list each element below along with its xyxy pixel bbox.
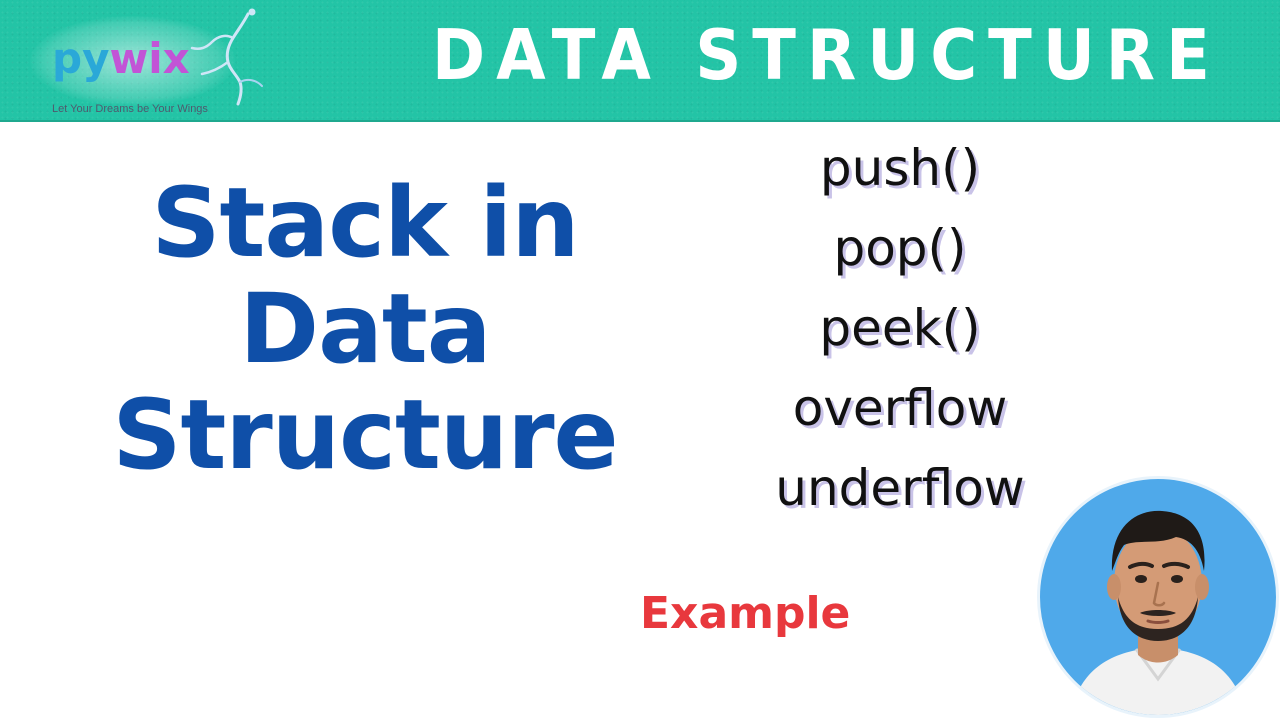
logo-wordmark: pywix	[52, 38, 190, 80]
logo-backdrop	[30, 16, 235, 106]
operation-underflow: underflow	[775, 459, 1025, 517]
main-title: Stack in Data Structure	[60, 170, 670, 488]
logo-wordmark-py: py	[52, 34, 110, 83]
logo-wordmark-wix: wix	[109, 34, 190, 83]
main-title-line-2: Data	[239, 273, 491, 385]
operation-push: push()	[819, 139, 981, 197]
operation-overflow: overflow	[792, 379, 1008, 437]
pywix-logo: pywix Let Your Dreams be Your Wings	[30, 8, 270, 115]
header-banner: pywix Let Your Dreams be Your Wings DATA…	[0, 0, 1280, 122]
presenter-avatar-icon	[1070, 510, 1246, 715]
example-label: Example	[640, 588, 851, 639]
operation-pop: pop()	[833, 219, 967, 277]
operations-list: push() pop() peek() overflow underflow	[740, 128, 1060, 528]
operation-peek: peek()	[819, 299, 981, 357]
logo-tagline: Let Your Dreams be Your Wings	[52, 103, 208, 115]
main-title-line-1: Stack in	[151, 167, 579, 279]
main-title-line-3: Structure	[112, 379, 618, 491]
presenter-avatar	[1037, 476, 1279, 718]
dancer-icon	[190, 8, 263, 106]
header-title: DATA STRUCTURE	[432, 16, 1221, 97]
